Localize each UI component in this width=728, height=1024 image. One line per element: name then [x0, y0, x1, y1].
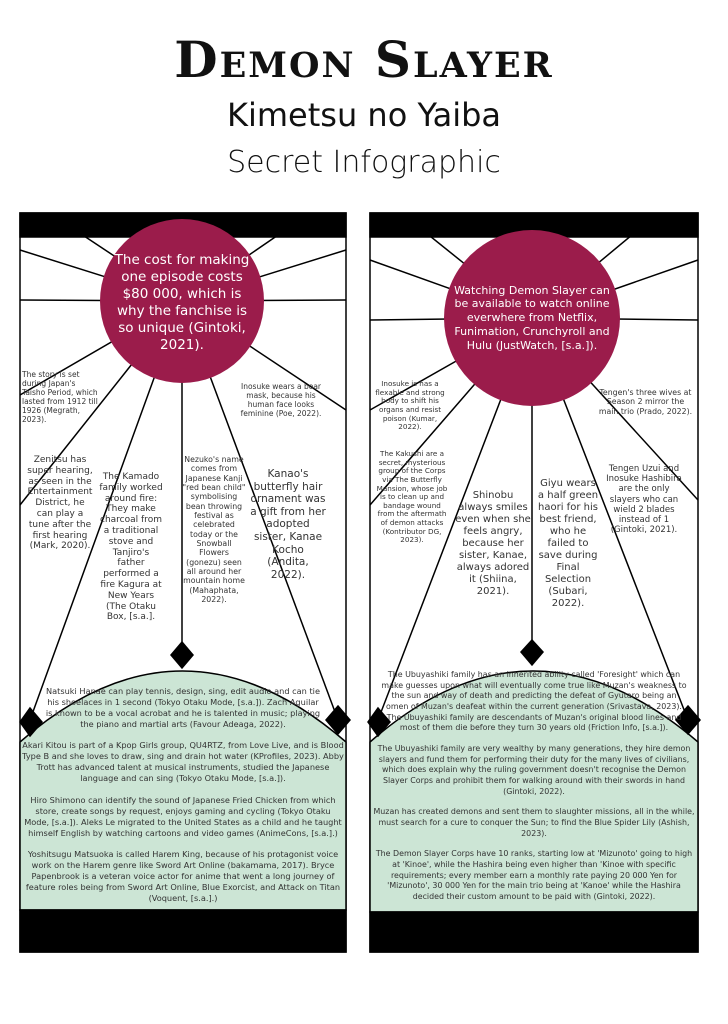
fact-kakushi: The Kakushi are a secret, mysterious gro…: [376, 449, 448, 545]
diamond-icon: [19, 706, 43, 738]
diamond-icon: [325, 704, 351, 736]
subtitle: Kimetsu no Yaiba: [227, 96, 501, 134]
fact-kamado: The Kamado family worked around fire: Th…: [99, 472, 163, 623]
tagline: Secret Infographic: [227, 145, 501, 180]
paragraph: The Demon Slayer Corps have 10 ranks, st…: [375, 849, 693, 902]
paragraph: Akari Kitou is part of a Kpop Girls grou…: [22, 740, 344, 784]
fact-giyu: Giyu wears a half green haori for his be…: [537, 478, 599, 609]
paragraph: The Ubuyashiki family has an inherited a…: [381, 670, 687, 733]
fact-nezuko: Nezuko's name comes from Japanese Kanji …: [182, 455, 246, 605]
diamond-icon: [367, 706, 391, 738]
diamond-icon: [675, 704, 701, 736]
fact-taisho: The story is set during Japan's Taisho P…: [22, 370, 98, 424]
fact-shinobu: Shinobu always smiles even when she feel…: [455, 490, 531, 597]
fact-inosuke-mask: Inosuke wears a boar mask, because his h…: [240, 382, 322, 418]
paragraph: Yoshitsugu Matsuoka is called Harem King…: [25, 848, 341, 903]
paragraph: The Ubuyashiki family are very wealthy b…: [377, 744, 691, 796]
left-green-notes: Natsuki Hanae can play tennis, design, s…: [22, 686, 344, 914]
right-circle: [444, 230, 620, 406]
fact-dual-blades: Tengen Uzui and Inosuke Hashibira are th…: [606, 464, 682, 536]
diamond-icon: [520, 638, 544, 667]
fact-inosuke-body: Inosuke is has a flexable and strong bod…: [375, 379, 445, 432]
paragraph: Muzan has created demons and sent them t…: [373, 807, 695, 838]
fact-tengen-wives: Tengen's three wives at Season 2 mirror …: [598, 388, 693, 416]
paragraph: Natsuki Hanae can play tennis, design, s…: [45, 686, 321, 730]
left-circle-text: The cost for making one episode costs $8…: [114, 252, 250, 353]
right-circle-text: Watching Demon Slayer can be available t…: [454, 283, 610, 352]
paragraph: Hiro Shimono can identify the sound of J…: [24, 794, 342, 838]
left-circle: [100, 219, 264, 383]
main-title: Demon Slayer: [174, 30, 554, 89]
right-panel: [367, 212, 701, 953]
diamond-icon: [170, 640, 194, 670]
right-green-notes: The Ubuyashiki family has an inherited a…: [372, 670, 696, 913]
fact-kanao: Kanao's butterfly hair ornament was a gi…: [250, 468, 326, 581]
left-panel: [19, 212, 351, 953]
fact-zenitsu: Zenitsu has super hearing, as seen in th…: [27, 455, 93, 552]
